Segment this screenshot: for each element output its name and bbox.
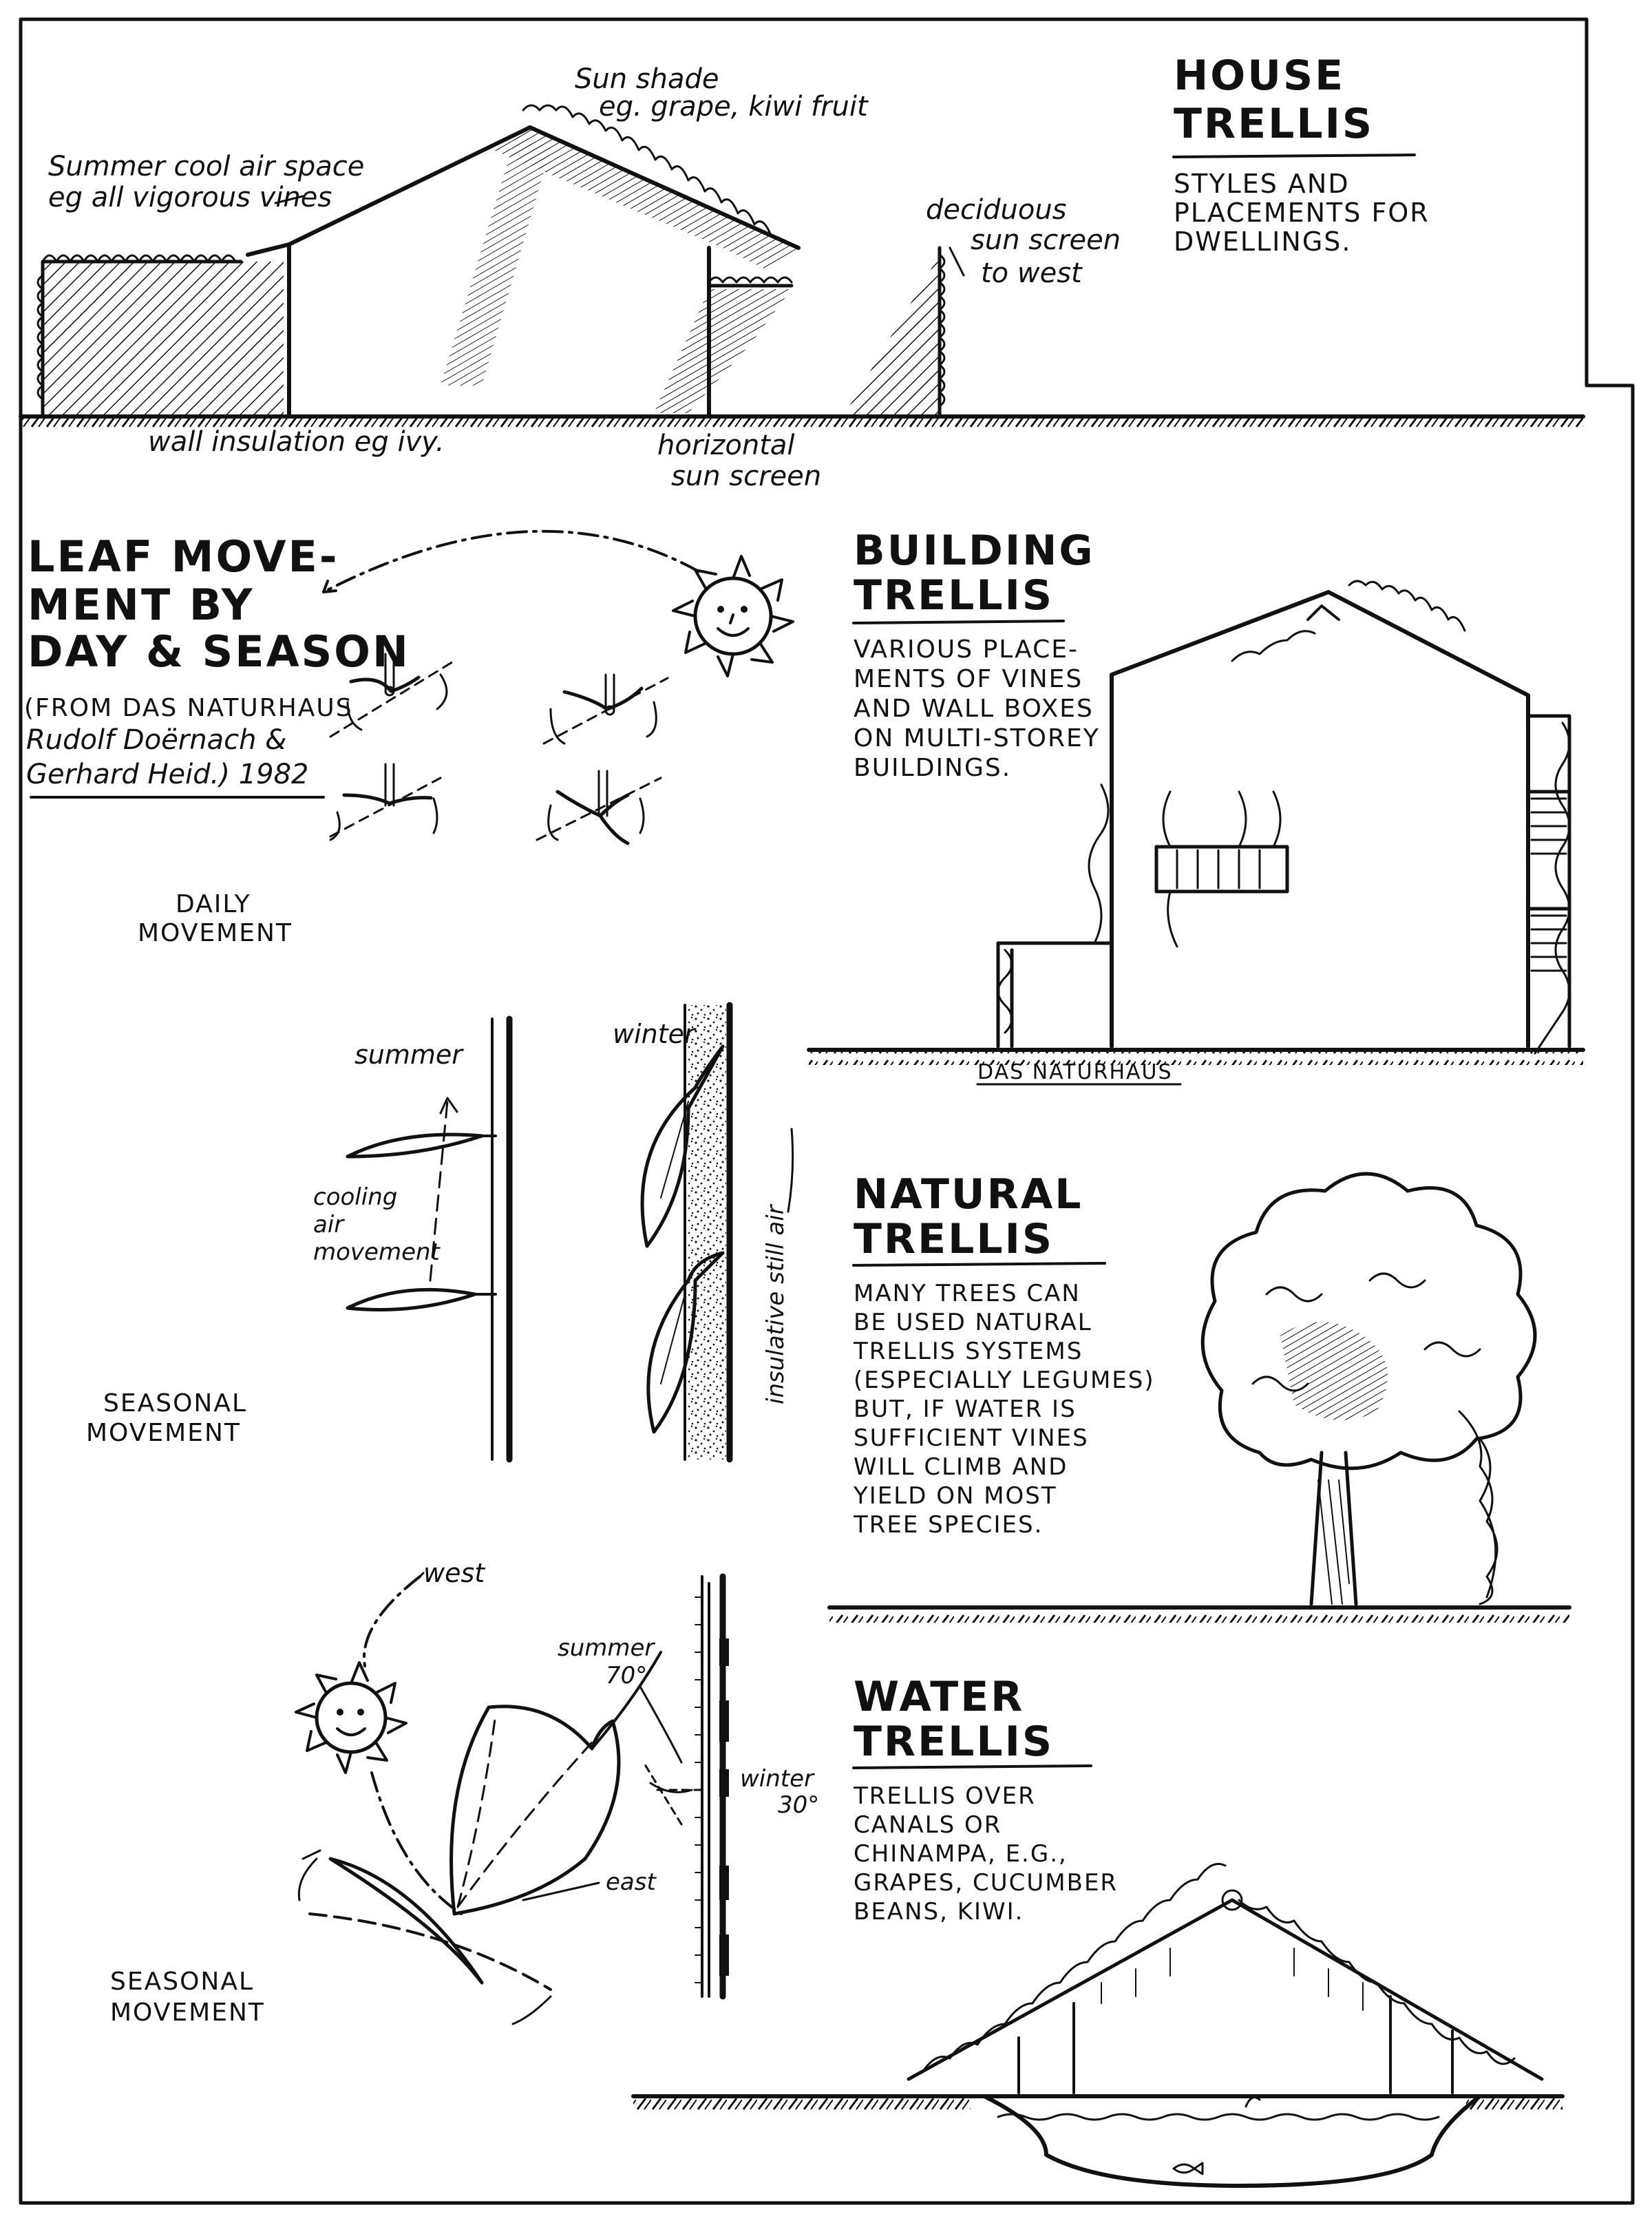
house-ground [19, 414, 1585, 432]
daily-leaf-3 [329, 763, 442, 841]
seasonal-b-label-1: SEASONAL [110, 1968, 254, 1996]
water-trellis-section: WATER TRELLIS TRELLIS OVER CANALS OR CHI… [631, 1673, 1565, 2188]
natural-desc-9: TREE SPECIES. [853, 1511, 1043, 1539]
water-trellis-title-2: TRELLIS [854, 1718, 1054, 1766]
seasonal-a-label-2: MOVEMENT [86, 1419, 241, 1447]
rotation-leaf [297, 1849, 552, 2025]
building-desc-1: VARIOUS PLACE- [854, 635, 1079, 664]
summer-wall [346, 1015, 513, 1463]
natural-desc-4: (ESPECIALLY LEGUMES) [854, 1367, 1155, 1394]
deciduous-sun-screen [843, 246, 946, 419]
insulative-label: insulative still air [762, 1203, 790, 1404]
label-deciduous-3: to west [981, 257, 1083, 289]
label-deciduous-2: sun screen [971, 224, 1121, 256]
roof-sun-shade [441, 104, 798, 386]
house-trellis-title-1: HOUSE [1174, 52, 1345, 100]
water-desc-1: TRELLIS OVER [853, 1782, 1036, 1810]
wall-vine-block [36, 254, 284, 419]
summer-angle-label-1: summer [558, 1634, 655, 1662]
canal-water [631, 2094, 1565, 2188]
house-trellis-subtitle-1: STYLES AND [1174, 169, 1350, 199]
leaf-movement-title-1: LEAF MOVE- [28, 531, 339, 582]
water-desc-4: GRAPES, CUCUMBER [854, 1869, 1118, 1897]
seasonal-a-label-1: SEASONAL [103, 1389, 247, 1417]
water-trellis-title-1: WATER [854, 1673, 1024, 1721]
building-desc-3: AND WALL BOXES [854, 695, 1094, 723]
label-horizontal-2: sun screen [671, 461, 821, 492]
natural-trellis-title-1: NATURAL [854, 1170, 1083, 1219]
water-desc-5: BEANS, KIWI. [854, 1898, 1024, 1926]
canal-trellis [907, 1863, 1544, 2094]
leaf-movement-title-3: DAY & SEASON [28, 626, 410, 677]
building-trellis-section: BUILDING TRELLIS VARIOUS PLACE- MENTS OF… [807, 527, 1585, 1086]
house-trellis-subtitle-3: DWELLINGS. [1174, 226, 1351, 257]
label-sun-shade-1: Sun shade [575, 63, 719, 95]
natural-desc-8: YIELD ON MOST [853, 1482, 1057, 1510]
multi-storey-building [996, 580, 1571, 1055]
label-deciduous-1: deciduous [926, 194, 1067, 226]
sun-icon [672, 555, 794, 677]
house-trellis-subtitle-2: PLACEMENTS FOR [1174, 198, 1430, 228]
natural-trellis-title-2: TRELLIS [854, 1215, 1054, 1263]
page-frame [19, 17, 1635, 2205]
seasonal-wall [695, 1573, 729, 2000]
house-trellis-section: Sun shade eg. grape, kiwi fruit Summer c… [19, 52, 1585, 492]
building-desc-5: BUILDINGS. [854, 754, 1011, 782]
summer-angle-label-2: 70° [606, 1662, 647, 1689]
seasonal-sun-icon [295, 1661, 407, 1774]
cooling-label-1: cooling [313, 1183, 397, 1211]
house-trellis-title-2: TRELLIS [1174, 100, 1374, 148]
natural-desc-5: BUT, IF WATER IS [854, 1395, 1077, 1423]
leaf-movement-section: LEAF MOVE- MENT BY DAY & SEASON (FROM DA… [24, 529, 819, 2027]
winter-label: winter [613, 1019, 697, 1049]
natural-desc-2: BE USED NATURAL [854, 1309, 1092, 1336]
leaf-movement-title-2: MENT BY [28, 580, 255, 630]
natural-desc-1: MANY TREES CAN [854, 1280, 1081, 1307]
label-cool-air-2: eg all vigorous vines [48, 182, 332, 213]
winter-angle-label-2: 30° [778, 1791, 819, 1819]
building-desc-4: ON MULTI-STOREY [854, 724, 1100, 752]
leaf-source-2: Rudolf Doërnach & [26, 724, 286, 756]
tree-ground [827, 1605, 1571, 1623]
summer-label: summer [354, 1040, 464, 1070]
label-cool-air-1: Summer cool air space [48, 151, 364, 182]
leaf-source-1: (FROM DAS NATURHAUS [24, 694, 353, 722]
seasonal-b-label-2: MOVEMENT [110, 1999, 265, 2027]
daily-leaf-1 [329, 653, 456, 738]
daily-leaf-2 [542, 673, 669, 745]
east-label: east [606, 1868, 657, 1896]
natural-desc-7: WILL CLIMB AND [854, 1453, 1068, 1481]
cooling-label-2: air [313, 1211, 345, 1238]
big-leaf [449, 1651, 662, 1916]
natural-desc-6: SUFFICIENT VINES [854, 1424, 1089, 1452]
water-desc-3: CHINAMPA, E.G., [854, 1840, 1068, 1868]
label-horizontal-1: horizontal [657, 430, 795, 461]
natural-desc-3: TRELLIS SYSTEMS [853, 1338, 1083, 1365]
tree-with-vines [1200, 1172, 1537, 1606]
winter-wall [640, 1002, 733, 1463]
label-sun-shade-2: eg. grape, kiwi fruit [599, 91, 869, 123]
leaf-source-3: Gerhard Heid.) 1982 [26, 759, 309, 790]
daily-label-2: MOVEMENT [138, 919, 293, 947]
building-trellis-title-2: TRELLIS [854, 571, 1054, 620]
horizontal-sun-screen [654, 276, 794, 419]
building-ground [807, 1048, 1585, 1065]
winter-angle-label-1: winter [740, 1765, 815, 1793]
natural-trellis-section: NATURAL TRELLIS MANY TREES CAN BE USED N… [827, 1170, 1571, 1623]
daily-label-1: DAILY [176, 890, 251, 918]
cooling-label-3: movement [313, 1238, 441, 1266]
building-credit: DAS NATURHAUS [977, 1060, 1173, 1084]
water-desc-2: CANALS OR [854, 1811, 1002, 1839]
west-label: west [423, 1558, 486, 1588]
daily-leaf-4 [536, 770, 662, 845]
building-desc-2: MENTS OF VINES [854, 665, 1083, 693]
building-trellis-title-1: BUILDING [854, 527, 1095, 575]
label-wall-insulation: wall insulation eg ivy. [148, 426, 445, 458]
